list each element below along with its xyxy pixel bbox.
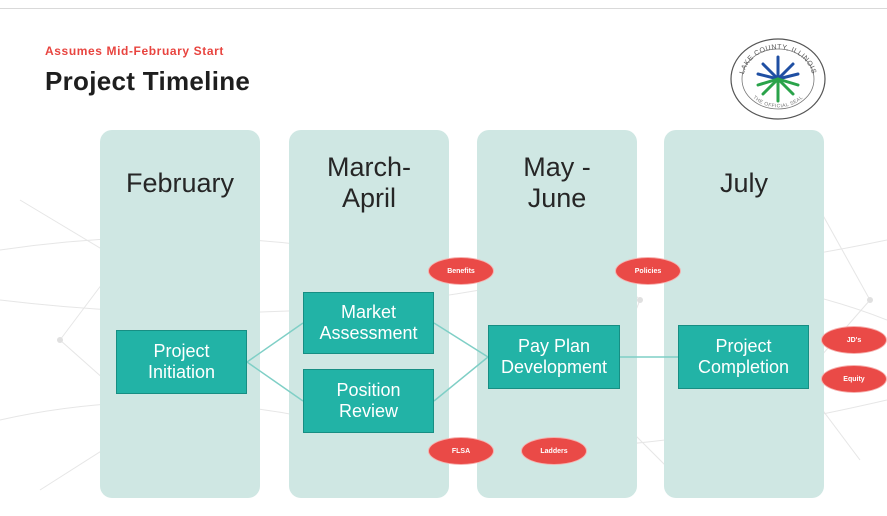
node-market-assessment: Market Assessment: [303, 292, 434, 354]
tag-jds: JD's: [821, 326, 887, 354]
column-label-july: July: [719, 168, 768, 198]
page-title: Project Timeline: [45, 66, 251, 96]
column-july: July: [664, 130, 824, 498]
tag-ladders: Ladders: [521, 437, 587, 465]
county-seal-logo: LAKE COUNTY, ILLINOIS THE OFFICIAL SEAL: [730, 38, 826, 120]
node-project-completion: Project Completion: [678, 325, 809, 389]
top-divider: [0, 8, 887, 9]
tag-flsa: FLSA: [428, 437, 494, 465]
node-pay-plan-development: Pay Plan Development: [488, 325, 620, 389]
node-position-review: Position Review: [303, 369, 434, 433]
timeline-subtitle: Assumes Mid-February Start: [45, 44, 224, 58]
starburst-seal-icon: [756, 55, 800, 103]
tag-equity: Equity: [821, 365, 887, 393]
column-label-may-june: May - June: [523, 152, 591, 213]
column-label-february: February: [125, 168, 235, 198]
node-project-initiation: Project Initiation: [116, 330, 247, 394]
column-label-march-april: March- April: [326, 152, 411, 213]
tag-policies: Policies: [615, 257, 681, 285]
tag-benefits: Benefits: [428, 257, 494, 285]
column-february: February: [100, 130, 260, 498]
